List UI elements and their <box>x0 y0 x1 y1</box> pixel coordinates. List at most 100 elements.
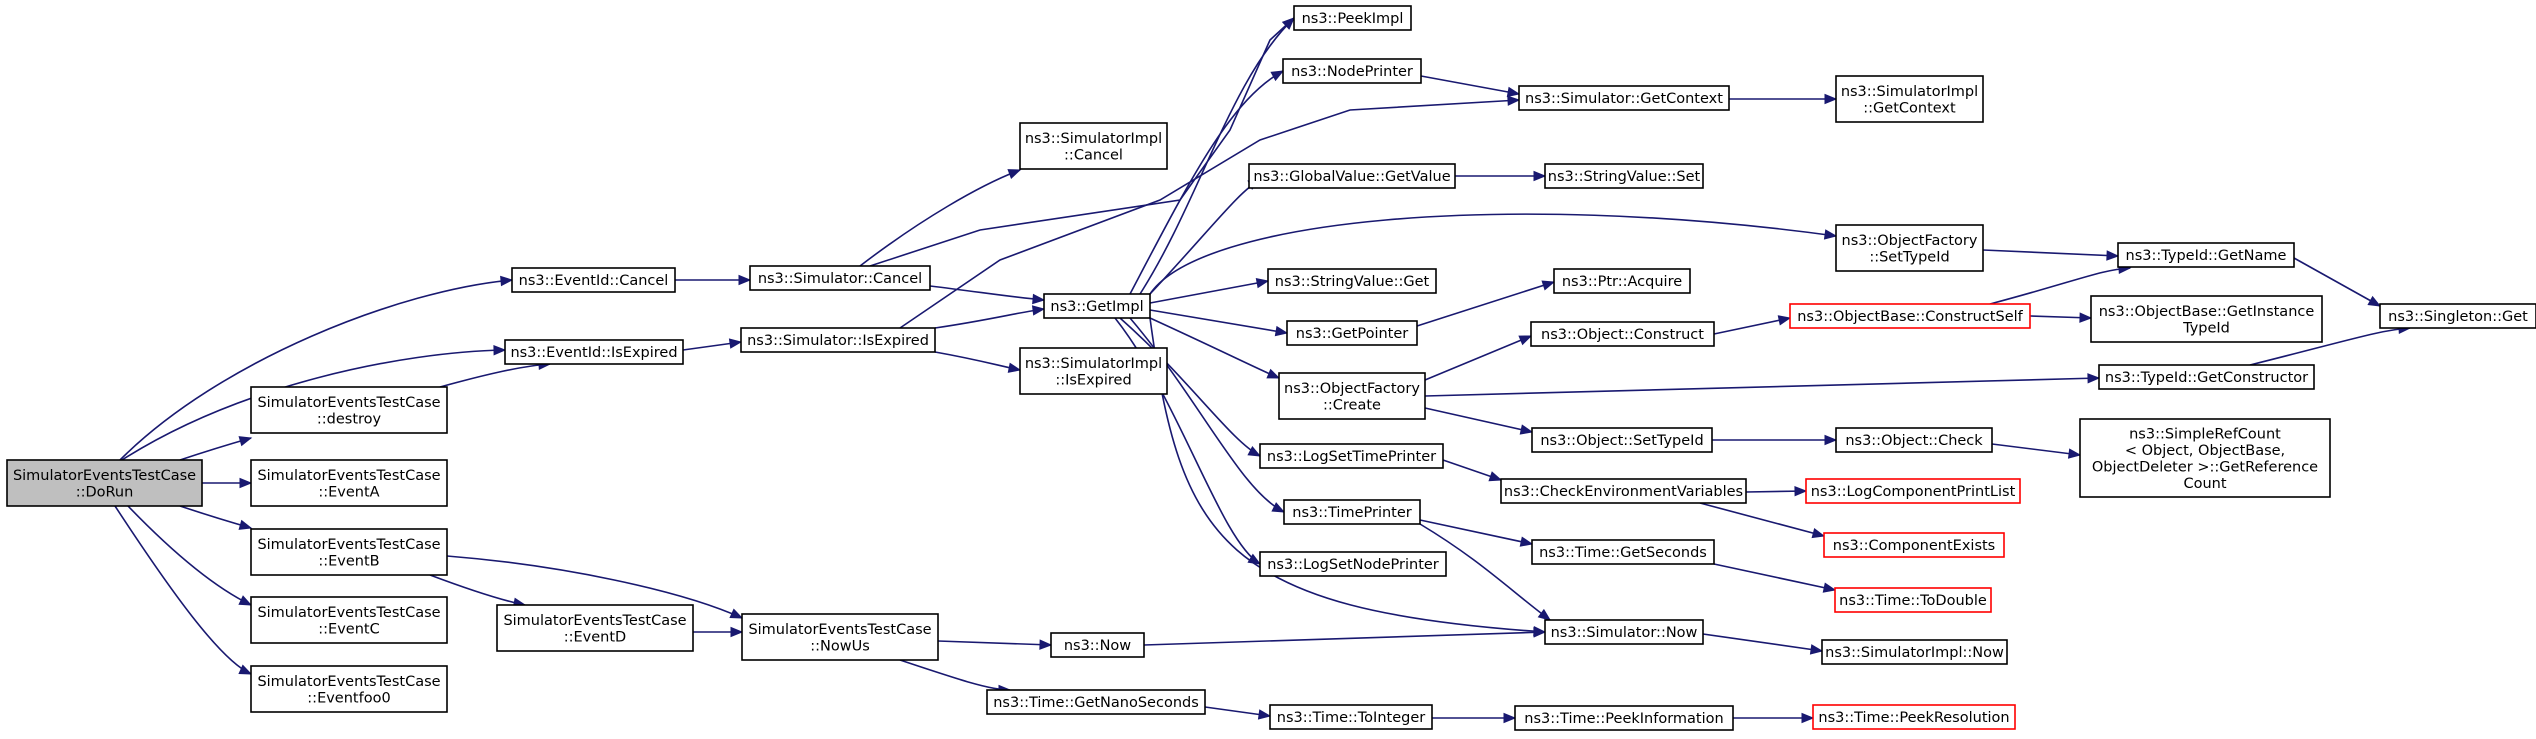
node-globalvalue-get[interactable]: ns3::GlobalValue::GetValue <box>1248 163 1456 189</box>
node-box <box>1553 268 1691 294</box>
node-nowus[interactable]: SimulatorEventsTestCase::NowUs <box>741 613 939 661</box>
node-sim-cancel[interactable]: ns3::Simulator::Cancel <box>749 265 931 291</box>
edge-getimpl-to-getpointer <box>1149 309 1289 337</box>
node-sim-isexpired[interactable]: ns3::Simulator::IsExpired <box>740 327 936 353</box>
node-timeprinter[interactable]: ns3::TimePrinter <box>1283 499 1421 525</box>
node-getimpl[interactable]: ns3::GetImpl <box>1043 293 1151 319</box>
node-label: ns3::SimpleRefCount <box>2129 426 2281 442</box>
edge-object_construct-to-objbase_constructself <box>1713 315 1792 335</box>
edge-time_tointeger-to-time_peekinfo <box>1432 712 1517 724</box>
node-eventb[interactable]: SimulatorEventsTestCase::EventB <box>250 528 448 576</box>
node-box <box>1286 320 1418 346</box>
node-typeid-getconstructor[interactable]: ns3::TypeId::GetConstructor <box>2098 364 2315 390</box>
node-box <box>2079 418 2331 498</box>
arrowhead <box>2087 373 2101 384</box>
node-eventfoo0[interactable]: SimulatorEventsTestCase::Eventfoo0 <box>250 665 448 713</box>
node-sim-getcontext[interactable]: ns3::Simulator::GetContext <box>1518 85 1730 111</box>
node-label: < Object, ObjectBase, <box>2125 443 2285 459</box>
node-label: ns3::NodePrinter <box>1291 64 1413 80</box>
arrowhead <box>2079 312 2093 323</box>
node-time-todouble[interactable]: ns3::Time::ToDouble <box>1834 587 1992 613</box>
node-label: ns3::EventId::Cancel <box>519 273 669 289</box>
node-objfactory-settypeid[interactable]: ns3::ObjectFactory::SetTypeId <box>1835 224 1984 272</box>
node-box <box>1248 163 1456 189</box>
edge-line <box>1702 633 1823 652</box>
node-eventa[interactable]: SimulatorEventsTestCase::EventA <box>250 459 448 507</box>
edge-getimpl-to-stringvalue_get <box>1149 277 1270 304</box>
node-now[interactable]: ns3::Now <box>1050 632 1145 658</box>
node-label: ns3::ObjectBase::GetInstance <box>2099 304 2315 320</box>
edge-line <box>1129 70 1284 295</box>
node-simimpl-getcontext[interactable]: ns3::SimulatorImpl::GetContext <box>1835 75 1984 123</box>
node-singleton-get[interactable]: ns3::Singleton::Get <box>2379 303 2536 329</box>
node-label: ns3::LogComponentPrintList <box>1811 484 2016 500</box>
edge-dorun-to-eventa <box>202 477 253 489</box>
node-simplerefcount[interactable]: ns3::SimpleRefCount< Object, ObjectBase,… <box>2079 418 2331 498</box>
node-label: ns3::Singleton::Get <box>2388 309 2528 325</box>
node-simimpl-now[interactable]: ns3::SimulatorImpl::Now <box>1821 639 2008 665</box>
arrowhead <box>1031 305 1046 316</box>
node-logsetnodeprinter[interactable]: ns3::LogSetNodePrinter <box>1259 551 1447 577</box>
node-label: ns3::SimulatorImpl <box>1025 131 1162 147</box>
node-box <box>1019 122 1168 170</box>
node-label: ::IsExpired <box>1055 372 1131 388</box>
node-label: ns3::Time::GetSeconds <box>1539 545 1707 561</box>
node-time-getnanos[interactable]: ns3::Time::GetNanoSeconds <box>986 689 1206 715</box>
node-label: ::DoRun <box>76 484 134 500</box>
edge-eventb-to-nowus <box>446 555 744 619</box>
node-eventc[interactable]: SimulatorEventsTestCase::EventC <box>250 596 448 644</box>
edge-objfactory_create-to-object_settypeid <box>1424 407 1534 435</box>
node-time-peekinfo[interactable]: ns3::Time::PeekInformation <box>1514 705 1734 731</box>
node-logcomponentprintlist[interactable]: ns3::LogComponentPrintList <box>1805 478 2021 504</box>
edge-now-to-sim_now <box>1143 627 1547 646</box>
node-dorun[interactable]: SimulatorEventsTestCase::DoRun <box>6 459 203 507</box>
node-label: ::EventA <box>318 484 379 500</box>
node-objfactory-create[interactable]: ns3::ObjectFactory::Create <box>1278 372 1426 420</box>
node-nodeprinter[interactable]: ns3::NodePrinter <box>1282 58 1422 84</box>
edge-eventd-to-nowus <box>693 626 744 638</box>
node-ptr-acquire[interactable]: ns3::Ptr::Acquire <box>1553 268 1691 294</box>
node-time-getseconds[interactable]: ns3::Time::GetSeconds <box>1531 539 1715 565</box>
node-box <box>250 459 448 507</box>
edge-timeprinter-to-sim_now <box>1419 523 1552 621</box>
node-box <box>1834 587 1992 613</box>
node-simimpl-cancel[interactable]: ns3::SimulatorImpl::Cancel <box>1019 122 1168 170</box>
node-time-peekresolution[interactable]: ns3::Time::PeekResolution <box>1812 704 2016 730</box>
node-stringvalue-get[interactable]: ns3::StringValue::Get <box>1267 268 1437 294</box>
edge-line <box>2293 257 2381 307</box>
node-stringvalue-set[interactable]: ns3::StringValue::Set <box>1544 163 1704 189</box>
node-typeid-getname[interactable]: ns3::TypeId::GetName <box>2117 242 2295 268</box>
arrowhead <box>1032 293 1046 305</box>
node-checkenvvars[interactable]: ns3::CheckEnvironmentVariables <box>1500 478 1747 504</box>
node-peekimpl[interactable]: ns3::PeekImpl <box>1293 5 1412 31</box>
node-sim-now[interactable]: ns3::Simulator::Now <box>1544 619 1704 645</box>
node-simimpl-isexpired[interactable]: ns3::SimulatorImpl::IsExpired <box>1019 347 1168 395</box>
node-label: ns3::SimulatorImpl::Now <box>1825 645 2004 661</box>
node-logsettimeprinter[interactable]: ns3::LogSetTimePrinter <box>1259 443 1444 469</box>
node-label: ns3::StringValue::Get <box>1275 274 1430 290</box>
node-label: ::Create <box>1323 397 1381 413</box>
node-object-settypeid[interactable]: ns3::Object::SetTypeId <box>1531 427 1713 453</box>
node-componentexists[interactable]: ns3::ComponentExists <box>1823 532 2005 558</box>
node-object-construct[interactable]: ns3::Object::Construct <box>1530 321 1715 347</box>
arrowhead <box>1503 712 1517 724</box>
arrowhead <box>1507 95 1521 106</box>
arrowhead <box>238 595 253 606</box>
edge-line <box>446 555 743 619</box>
node-time-tointeger[interactable]: ns3::Time::ToInteger <box>1269 704 1433 730</box>
node-getpointer[interactable]: ns3::GetPointer <box>1286 320 1418 346</box>
call-graph-nodes: SimulatorEventsTestCase::DoRunSimulatorE… <box>6 5 2536 731</box>
edge-object_settypeid-to-object_check <box>1712 434 1838 446</box>
edge-line <box>929 285 1045 301</box>
node-eventd[interactable]: SimulatorEventsTestCase::EventD <box>496 604 694 652</box>
node-destroy[interactable]: SimulatorEventsTestCase::destroy <box>250 386 448 434</box>
node-eventid-cancel[interactable]: ns3::EventId::Cancel <box>511 267 676 293</box>
edge-checkenvvars-to-componentexists <box>1699 502 1826 539</box>
node-eventid-isexpired[interactable]: ns3::EventId::IsExpired <box>504 339 684 365</box>
node-objbase-constructself[interactable]: ns3::ObjectBase::ConstructSelf <box>1789 303 2031 329</box>
edge-dorun-to-eventb <box>179 505 253 530</box>
arrowhead <box>1537 608 1552 621</box>
node-box <box>749 265 931 291</box>
node-object-check[interactable]: ns3::Object::Check <box>1835 427 1993 453</box>
